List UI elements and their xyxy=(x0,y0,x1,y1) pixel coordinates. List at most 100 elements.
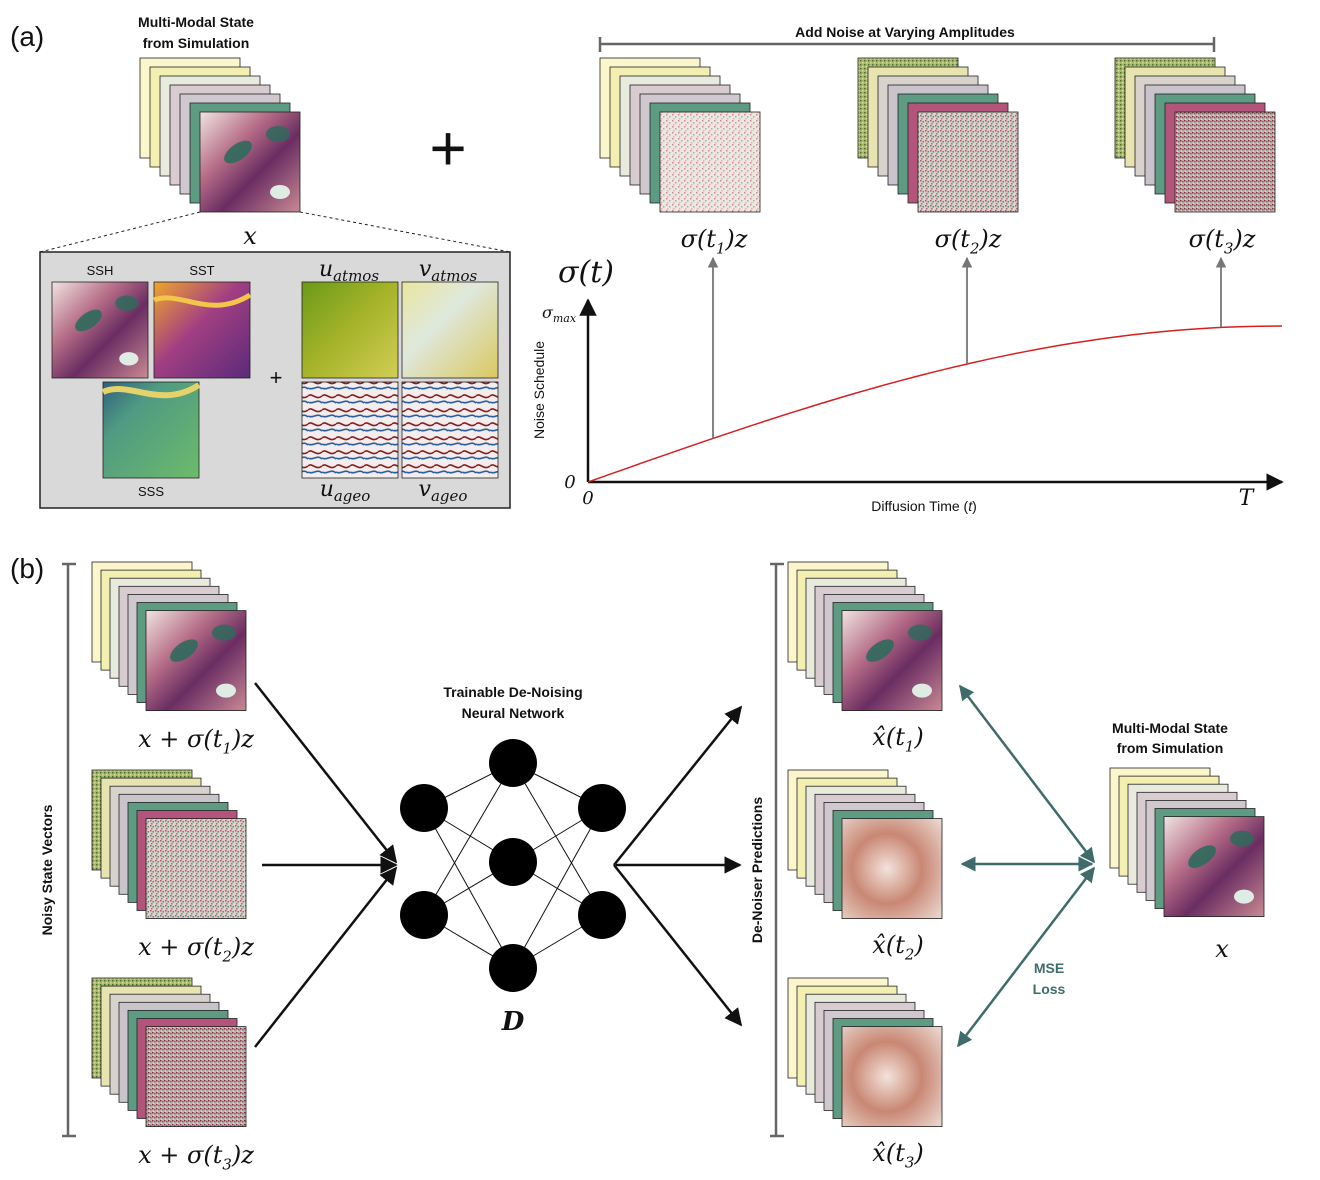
stack-front-layer xyxy=(659,111,761,213)
field-label-ssh: SSH xyxy=(87,263,114,278)
field-label-v-atmos: vatmos xyxy=(419,257,478,285)
pred-stack-3 xyxy=(787,977,943,1127)
noise-stack-3 xyxy=(1114,57,1276,213)
plus-sign-small: + xyxy=(270,365,283,390)
zoom-line xyxy=(39,211,201,253)
stack-front-layer xyxy=(145,1026,247,1127)
eddy-blob xyxy=(224,140,252,164)
noise-label-3: σ(t3)z xyxy=(1189,225,1256,258)
network-title-line1: Trainable De-Noising xyxy=(443,684,582,700)
state-symbol-x: x xyxy=(243,222,257,250)
eddy-blob xyxy=(266,126,290,142)
noise-label-1: σ(t1)z xyxy=(681,225,748,258)
field-tile-v-ageo xyxy=(401,381,499,479)
pred-label-3: x̂(t3) xyxy=(872,1139,923,1172)
noisy-label-3: x + σ(t3)z xyxy=(138,1141,254,1174)
eddy-blob xyxy=(1234,889,1254,904)
stack-front-layer xyxy=(145,818,247,919)
noise-header: Add Noise at Varying Amplitudes xyxy=(795,24,1015,40)
network-node xyxy=(400,784,448,832)
zoom-line xyxy=(299,211,511,253)
field-label-u-atmos: uatmos xyxy=(319,257,379,285)
panel-label-b: (b) xyxy=(10,553,44,584)
output-arrow-3 xyxy=(613,864,743,1027)
input-arrow-3 xyxy=(254,866,398,1048)
schedule-x-end: T xyxy=(1239,486,1256,511)
eddy-blob xyxy=(119,352,139,366)
state-title-line2: from Simulation xyxy=(143,35,250,51)
eddy-blob xyxy=(170,639,198,662)
loss-arrow-1 xyxy=(959,684,1095,864)
sst-front xyxy=(153,292,252,308)
network-title-line2: Neural Network xyxy=(462,705,565,721)
pred-bracket-label: De-Noiser Predictions xyxy=(749,797,765,943)
sss-front xyxy=(101,382,201,399)
eddy-blob xyxy=(908,624,932,641)
state-stack-a xyxy=(139,57,301,213)
plus-sign-large: + xyxy=(429,112,466,184)
network-node xyxy=(489,944,537,992)
noisy-bracket-label: Noisy State Vectors xyxy=(39,804,55,935)
state-title-line1: Multi-Modal State xyxy=(138,14,254,30)
target-title-line1: Multi-Modal State xyxy=(1112,720,1228,736)
network-edges xyxy=(423,762,603,969)
field-tile-u-atmos xyxy=(301,281,399,379)
eddy-blob xyxy=(212,624,236,641)
eddy-blob xyxy=(270,185,290,199)
network-edge xyxy=(512,762,603,916)
noise-label-2: σ(t2)z xyxy=(935,225,1002,258)
target-symbol-x: x xyxy=(1215,935,1229,963)
pred-label-2: x̂(t2) xyxy=(872,931,923,964)
eddy-blob xyxy=(1230,830,1254,847)
eddy-blob xyxy=(866,639,894,662)
pred-label-1: x̂(t1) xyxy=(872,723,923,756)
schedule-xlabel: Diffusion Time (t) xyxy=(871,498,977,514)
output-arrow-1 xyxy=(613,705,743,866)
eddy-blob xyxy=(912,683,932,698)
stack-front-layer xyxy=(841,818,943,919)
network-node xyxy=(578,891,626,939)
eddy-blob xyxy=(115,295,139,311)
loss-label-line1: MSE xyxy=(1034,960,1064,976)
schedule-sigma-max: σmax xyxy=(542,303,577,325)
noisy-label-1: x + σ(t1)z xyxy=(138,725,254,758)
schedule-y-zero: 0 xyxy=(564,472,575,493)
input-arrow-1 xyxy=(254,682,398,864)
field-tile-u-ageo xyxy=(301,381,399,479)
pred-stack-2 xyxy=(787,769,943,919)
schedule-curve xyxy=(587,325,1283,483)
network-edge xyxy=(423,762,514,916)
eddy-blob xyxy=(1188,845,1216,868)
schedule-ylabel: Noise Schedule xyxy=(531,341,547,439)
network-node xyxy=(400,891,448,939)
schedule-x-zero: 0 xyxy=(582,488,593,509)
target-stack xyxy=(1109,767,1265,917)
stack-front-layer xyxy=(917,111,1019,213)
network-symbol: D xyxy=(501,1007,525,1037)
field-tile-sss xyxy=(102,381,200,479)
field-label-v-ageo: vageo xyxy=(419,477,468,505)
network-node xyxy=(489,838,537,886)
network-edge xyxy=(512,807,603,969)
noise-stack-2 xyxy=(857,57,1019,213)
noisy-stack-1 xyxy=(91,561,247,711)
field-label-sst: SST xyxy=(189,263,214,278)
noisy-stack-2 xyxy=(91,769,247,919)
eddy-blob xyxy=(75,309,102,332)
field-label-sss: SSS xyxy=(138,484,164,499)
stack-front-layer xyxy=(841,1026,943,1127)
noisy-label-2: x + σ(t2)z xyxy=(138,933,254,966)
eddy-blob xyxy=(216,683,236,698)
schedule-title: σ(t) xyxy=(558,255,614,290)
field-label-u-ageo: uageo xyxy=(320,477,371,505)
noisy-stack-3 xyxy=(91,977,247,1127)
loss-label-line2: Loss xyxy=(1033,981,1066,997)
network-node xyxy=(578,784,626,832)
stack-front-layer xyxy=(1174,111,1276,213)
noise-stack-1 xyxy=(599,57,761,213)
target-title-line2: from Simulation xyxy=(1117,740,1224,756)
field-tile-v-atmos xyxy=(401,281,499,379)
network-node xyxy=(489,739,537,787)
panel-label-a: (a) xyxy=(10,21,44,52)
